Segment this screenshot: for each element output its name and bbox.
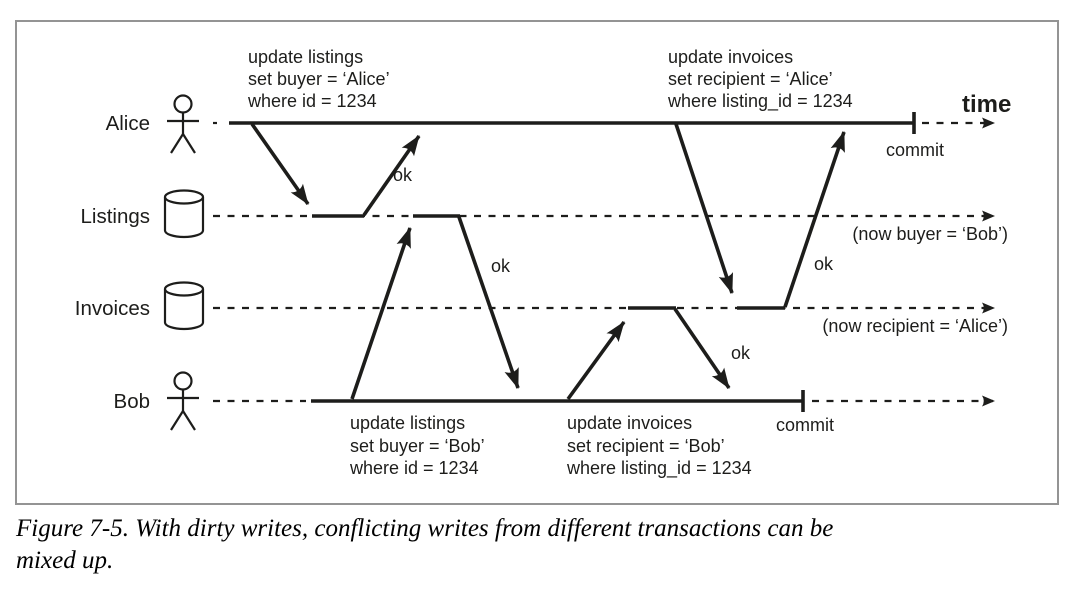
lane-label-bob: Bob [114, 390, 150, 413]
listings-database-icon [163, 189, 205, 239]
bob-commit-label: commit [776, 415, 834, 435]
lane-invoices-header: Invoices [75, 281, 205, 331]
invoices-state-note: (now recipient = ‘Alice’) [822, 316, 1008, 336]
statement-line: update invoices [567, 413, 692, 433]
bob-update-invoices-arrow [566, 320, 626, 401]
alice-actor-icon [167, 94, 199, 154]
statement-line: where id = 1234 [247, 91, 377, 111]
bob-actor-icon [167, 371, 199, 431]
statement-line: where listing_id = 1234 [566, 458, 752, 479]
statement-line: set recipient = ‘Bob’ [567, 436, 725, 456]
statement-line: update invoices [668, 47, 793, 67]
timelines-dashed [213, 117, 995, 407]
lane-bob-header: Bob [114, 371, 199, 431]
figure-caption-line1: Figure 7-5. With dirty writes, conflicti… [16, 515, 834, 542]
lane-label-alice: Alice [106, 112, 150, 135]
lane-label-invoices: Invoices [75, 297, 150, 320]
statement-line: update listings [248, 47, 363, 67]
alice-update-listings-label: update listings set buyer = ‘Alice’ wher… [247, 47, 390, 111]
time-axis-label: time [962, 91, 1011, 118]
invoices-ok-to-bob-arrow [673, 307, 731, 390]
message-arrows [250, 122, 846, 401]
lane-label-listings: Listings [80, 205, 150, 228]
lane-alice-header: Alice [106, 94, 199, 154]
statement-line: where listing_id = 1234 [667, 91, 853, 112]
alice-update-listings-arrow [250, 122, 310, 206]
bob-update-invoices-label: update invoices set recipient = ‘Bob’ wh… [566, 413, 752, 479]
alice-update-invoices-arrow [674, 123, 734, 294]
listings-ok-to-bob-arrow [457, 216, 520, 389]
listings-state-note: (now buyer = ‘Bob’) [852, 224, 1008, 244]
statement-line: set buyer = ‘Bob’ [350, 436, 485, 456]
statement-line: where id = 1234 [349, 458, 479, 478]
figure-caption-line2: mixed up. [16, 547, 114, 574]
ok-label-invoices-bob: ok [731, 343, 751, 363]
sequence-diagram: Alice Listings Invoices Bo [15, 20, 1059, 505]
listings-ok-to-alice-arrow [362, 134, 421, 217]
statement-line: set buyer = ‘Alice’ [248, 69, 390, 89]
timelines-solid [229, 112, 916, 412]
lane-listings-header: Listings [80, 189, 205, 239]
ok-label-invoices-alice: ok [814, 254, 834, 274]
bob-update-listings-arrow [350, 227, 412, 400]
figure-caption: Figure 7-5. With dirty writes, conflicti… [16, 513, 1064, 577]
ok-label-listings-alice: ok [393, 165, 413, 185]
statement-line: set recipient = ‘Alice’ [668, 69, 833, 89]
statement-line: update listings [350, 413, 465, 433]
alice-commit-label: commit [886, 140, 944, 160]
invoices-ok-to-alice-arrow [783, 131, 846, 308]
ok-label-listings-bob: ok [491, 256, 511, 276]
bob-update-listings-label: update listings set buyer = ‘Bob’ where … [349, 413, 485, 478]
invoices-database-icon [163, 281, 205, 331]
diagram-frame [15, 20, 1059, 505]
alice-update-invoices-label: update invoices set recipient = ‘Alice’ … [667, 47, 853, 112]
